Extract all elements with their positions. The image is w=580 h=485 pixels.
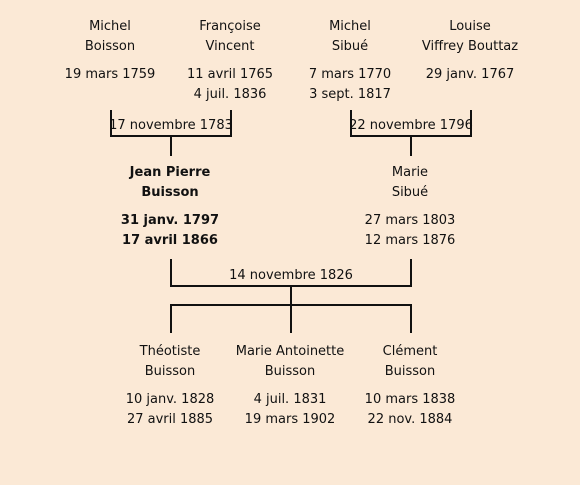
marriage-date-boisson-vincent: 17 novembre 1783 [109,118,233,133]
death-date: 4 juil. 1836 [193,87,267,102]
person-francoise-vincent: Françoise Vincent 11 avril 1765 4 juil. … [155,17,305,105]
connector-line [350,110,352,136]
person-michel-boisson: Michel Boisson 19 mars 1759 [35,17,185,85]
person-clement-buisson: Clément Buisson 10 mars 1838 22 nov. 188… [335,342,485,430]
last-name: Buisson [141,185,199,200]
birth-date: 7 mars 1770 [308,67,392,82]
person-theotiste-buisson: Théotiste Buisson 10 janv. 1828 27 avril… [95,342,245,430]
person-jean-pierre-buisson: Jean Pierre Buisson 31 janv. 1797 17 avr… [95,163,245,251]
last-name: Buisson [264,364,316,379]
death-date: 17 avril 1866 [122,233,218,248]
birth-date: 11 avril 1765 [186,67,274,82]
connector-line [410,136,412,156]
connector-line [170,305,172,333]
death-date: 12 mars 1876 [364,233,456,248]
first-name: Jean Pierre [129,165,211,180]
connector-line [170,136,172,156]
death-date: 19 mars 1902 [244,412,336,427]
first-name: Louise [449,19,491,34]
connector-line [290,305,292,333]
person-louise-viffrey-bouttaz: Louise Viffrey Bouttaz 29 janv. 1767 [395,17,545,85]
person-marie-antoinette-buisson: Marie Antoinette Buisson 4 juil. 1831 19… [215,342,365,430]
connector-line [110,110,112,136]
first-name: Michel [329,19,371,34]
last-name: Sibué [331,39,369,54]
birth-date: 10 janv. 1828 [125,392,215,407]
connector-line [410,259,412,287]
birth-date: 19 mars 1759 [64,67,156,82]
connector-line [230,110,232,136]
last-name: Boisson [84,39,136,54]
first-name: Clément [382,344,438,359]
person-marie-sibue: Marie Sibué 27 mars 1803 12 mars 1876 [335,163,485,251]
first-name: Marie [391,165,429,180]
birth-date: 27 mars 1803 [364,213,456,228]
death-date: 22 nov. 1884 [367,412,453,427]
last-name: Buisson [144,364,196,379]
connector-line [170,259,172,287]
last-name: Viffrey Bouttaz [421,39,519,54]
death-date: 27 avril 1885 [126,412,214,427]
birth-date: 4 juil. 1831 [253,392,327,407]
connector-line [410,305,412,333]
last-name: Vincent [205,39,255,54]
connector-line [290,286,292,306]
last-name: Buisson [384,364,436,379]
marriage-date-sibue-viffrey: 22 novembre 1796 [349,118,473,133]
person-michel-sibue: Michel Sibué 7 mars 1770 3 sept. 1817 [275,17,425,105]
first-name: Françoise [199,19,261,34]
first-name: Marie Antoinette [235,344,345,359]
birth-date: 29 janv. 1767 [425,67,515,82]
first-name: Théotiste [139,344,201,359]
birth-date: 10 mars 1838 [364,392,456,407]
first-name: Michel [89,19,131,34]
connector-line [470,110,472,136]
birth-date: 31 janv. 1797 [120,213,220,228]
marriage-date-buisson-sibue: 14 novembre 1826 [229,268,353,283]
last-name: Sibué [391,185,429,200]
death-date: 3 sept. 1817 [309,87,391,102]
